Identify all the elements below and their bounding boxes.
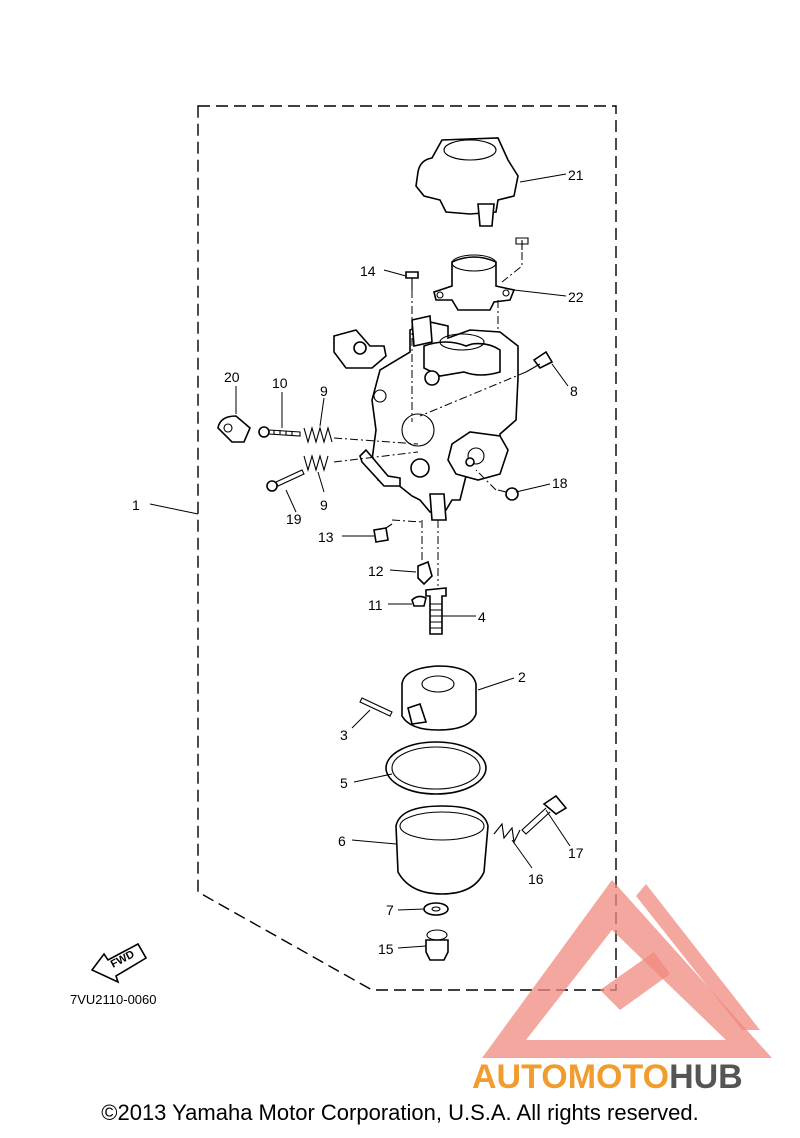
- leader-line: [477, 677, 515, 691]
- leader-line: [545, 809, 571, 847]
- callout-label: 17: [568, 845, 584, 861]
- copyright-notice: ©2013 Yamaha Motor Corporation, U.S.A. A…: [101, 1100, 699, 1125]
- leader-line: [519, 173, 567, 183]
- leader-line: [551, 363, 569, 387]
- diagram-code: 7VU2110-0060: [70, 992, 157, 1007]
- leader-line: [515, 483, 551, 493]
- part-22-cap: [433, 237, 529, 311]
- callout-label: 12: [368, 563, 384, 579]
- watermark-text-primary: AUTOMOTO: [472, 1058, 669, 1096]
- carburetor-body: [333, 315, 519, 521]
- centre-line: [501, 252, 523, 283]
- centre-line: [391, 519, 423, 523]
- callout-label: 9: [320, 497, 328, 513]
- part-20-knob: [217, 415, 251, 443]
- part-2-float: [401, 665, 477, 731]
- part-15-plug: [425, 929, 449, 961]
- assembly-boundary: [197, 105, 617, 991]
- fwd-arrow-icon: FWD: [90, 942, 148, 984]
- part-11-clip: [411, 595, 427, 607]
- callout-label: 14: [360, 263, 376, 279]
- callout-label: 22: [568, 289, 584, 305]
- leader-line: [351, 709, 371, 729]
- leader-line: [317, 471, 325, 493]
- centre-line: [475, 469, 497, 491]
- callout-label: 21: [568, 167, 584, 183]
- part-8-screw: [525, 350, 554, 373]
- part-3-pin: [359, 697, 393, 717]
- centre-line: [333, 437, 419, 445]
- leader-line: [351, 839, 397, 845]
- callout-label: 9: [320, 383, 328, 399]
- callout-label: 11: [368, 597, 383, 613]
- part-21-cover: [415, 137, 519, 227]
- callout-label: 15: [378, 941, 394, 957]
- leader-line: [511, 839, 533, 869]
- leader-line: [319, 397, 325, 427]
- callout-label: 5: [340, 775, 348, 791]
- part-4-tube: [425, 587, 447, 635]
- part-5-gasket: [385, 741, 487, 795]
- callout-label: 20: [224, 369, 240, 385]
- callout-label: 4: [478, 609, 486, 625]
- callout-label: 18: [552, 475, 568, 491]
- automotohub-logo: AUTOMOTOHUB: [472, 880, 772, 1096]
- centre-line: [419, 371, 527, 417]
- callout-label: 6: [338, 833, 346, 849]
- callout-label: 19: [286, 511, 302, 527]
- callout-label: 2: [518, 669, 526, 685]
- centre-line: [333, 451, 419, 463]
- part-16-spring: [493, 822, 521, 844]
- callout-label: 1: [132, 497, 140, 513]
- callout-label: 13: [318, 529, 334, 545]
- callout-label: 8: [570, 383, 578, 399]
- leader-line: [149, 503, 199, 515]
- callout-label: 3: [340, 727, 348, 743]
- leader-line: [353, 773, 393, 783]
- part-13-screw: [373, 523, 393, 543]
- leader-line: [389, 569, 417, 573]
- svg-text:AUTOMOTOHUB: AUTOMOTOHUB: [472, 1058, 743, 1096]
- leader-line: [513, 289, 567, 297]
- callout-label: 7: [386, 902, 394, 918]
- part-6-bowl: [395, 805, 489, 895]
- leader-line: [397, 908, 425, 911]
- part-18-screw: [497, 487, 519, 501]
- part-9-spring-lower: [303, 453, 329, 473]
- leader-line: [397, 945, 427, 949]
- leader-line: [383, 269, 407, 277]
- callout-label: 10: [272, 375, 288, 391]
- callout-label: 16: [528, 871, 544, 887]
- part-17-screw: [521, 794, 568, 835]
- watermark-text-secondary: HUB: [669, 1058, 743, 1096]
- part-12-jet: [417, 560, 433, 586]
- part-10-screw: [258, 426, 301, 438]
- part-14-screw: [405, 271, 419, 290]
- part-19-screw: [266, 469, 305, 492]
- part-9-spring-upper: [303, 425, 333, 445]
- part-7-washer: [423, 902, 449, 916]
- leader-line: [285, 489, 297, 513]
